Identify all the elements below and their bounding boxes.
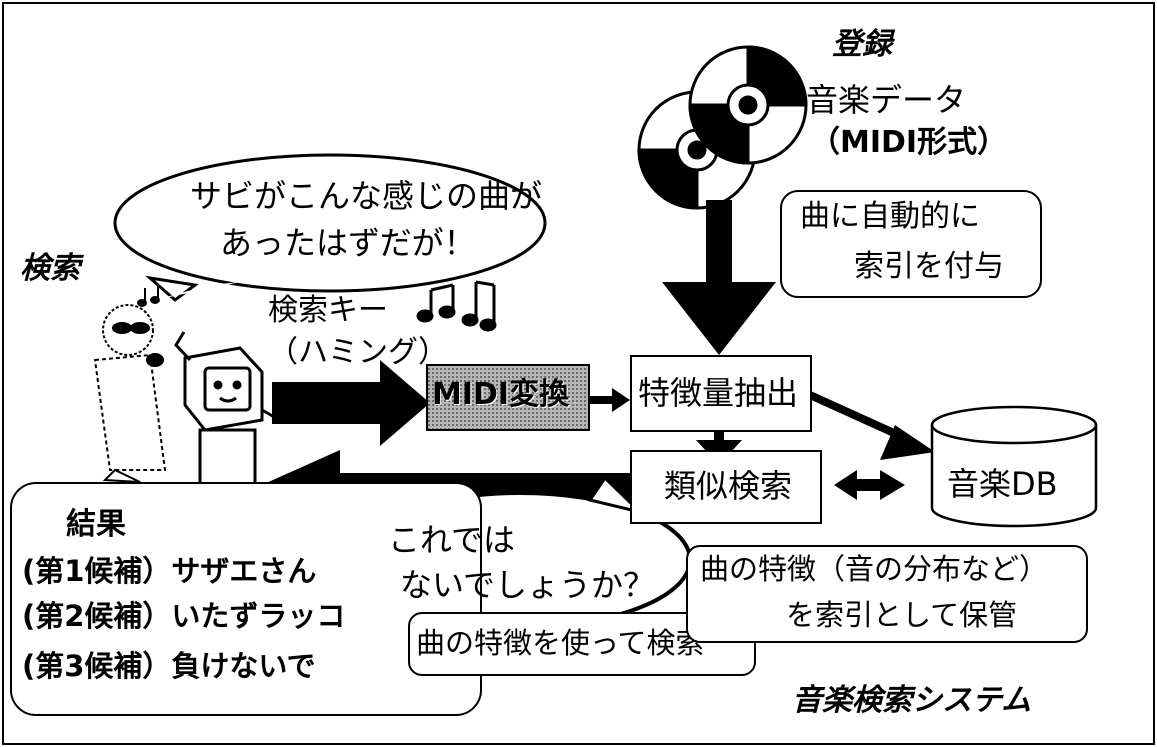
feature-to-db-arrowhead	[880, 425, 935, 460]
feature-search-label: 曲の特徴を使って検索	[416, 626, 705, 660]
speech-line-1: サビがこんな感じの曲が	[190, 177, 543, 215]
robot-speech-line-2: ないでしょうか？	[400, 566, 656, 604]
music-db-label: 音楽DB	[947, 465, 1058, 503]
feature-to-search-arrow	[696, 428, 742, 465]
search-key-arrow	[272, 360, 430, 446]
auto-index-line-2: 索引を付与	[854, 249, 1004, 284]
feature-search-box: 曲の特徴を使って検索	[408, 612, 756, 676]
index-note-line-1: 曲の特徴（音の分布など）	[700, 552, 1049, 586]
results-heading: 結果	[66, 507, 126, 542]
auto-index-line-1: 曲に自動的に	[800, 199, 980, 234]
midi-format-label: （MIDI形式）	[810, 125, 1008, 160]
candidate-1: (第1候補）サザエさん	[22, 554, 317, 588]
similarity-search-label: 類似検索	[664, 467, 793, 505]
music-db-cylinder	[930, 405, 1098, 528]
auto-index-box: 曲に自動的に 索引を付与	[780, 190, 1042, 298]
feature-extract-label: 特徴量抽出	[638, 374, 799, 412]
similarity-search-box: 類似検索	[630, 450, 822, 524]
feature-extract-box: 特徴量抽出	[630, 355, 812, 432]
index-note-box: 曲の特徴（音の分布など） を索引として保管	[686, 545, 1088, 643]
small-notes-icon	[137, 285, 160, 307]
music-notes-icon	[416, 280, 497, 332]
register-down-arrow	[662, 200, 776, 355]
music-data-label: 音楽データ	[806, 81, 967, 119]
midi-convert-box-fill	[426, 364, 590, 431]
midi-convert-label: MIDI変換	[432, 377, 570, 412]
speech-line-2: あったはずだが！	[220, 224, 476, 262]
candidate-3: (第3候補）負けないで	[22, 649, 316, 683]
humming-label: （ハミング）	[268, 335, 448, 370]
midi-to-feature-arrow	[589, 388, 630, 412]
system-title: 音楽検索システム	[792, 683, 1032, 718]
robot-speech-line-1: これでは	[388, 521, 516, 559]
person-illustration	[93, 304, 167, 483]
search-heading: 検索	[20, 251, 80, 286]
index-note-line-2: を索引として保管	[786, 598, 1018, 632]
cd-disc-icon	[637, 45, 808, 210]
candidate-2: (第2候補）いたずラッコ	[22, 599, 346, 633]
register-heading: 登録	[832, 27, 892, 62]
robot-illustration	[174, 331, 277, 506]
results-box	[10, 482, 482, 716]
search-db-double-arrow	[834, 470, 905, 500]
search-key-label: 検索キー	[268, 293, 388, 328]
top-speech-bubble	[113, 153, 547, 302]
